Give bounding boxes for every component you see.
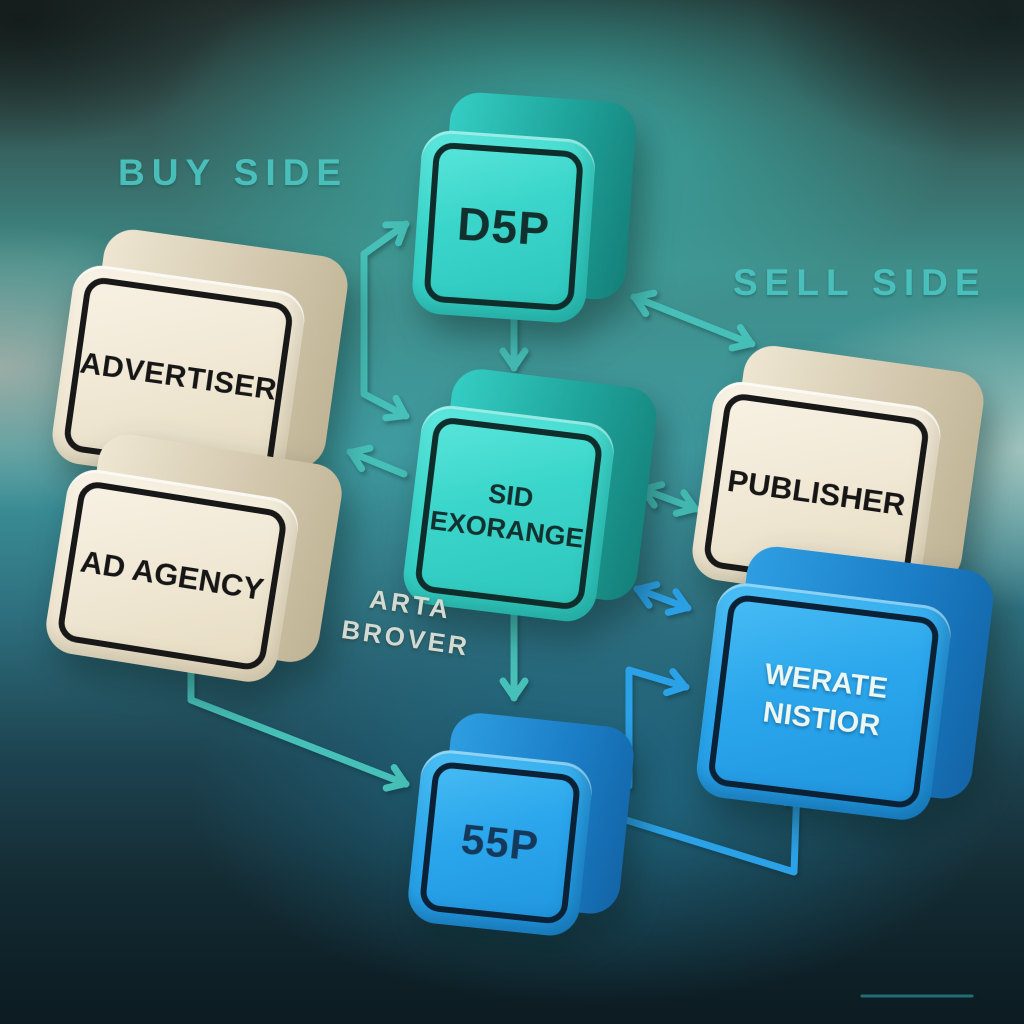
arrow-55p-werate-bottom <box>622 782 811 876</box>
node-sid-exorange-label: SID EXORANGE <box>428 478 586 554</box>
arrow-buyside-d5p-sid <box>360 220 410 422</box>
node-55p-face: 55P <box>405 747 595 939</box>
arrow-55p-werate-side <box>625 666 690 790</box>
node-d5p: D5P <box>410 89 638 327</box>
arrow-sid-werate <box>633 581 692 616</box>
node-55p-label: 55P <box>458 814 542 870</box>
arrow-d5p-publisher <box>630 289 756 352</box>
node-d5p-label: D5P <box>455 197 552 256</box>
node-ad-agency-label: AD AGENCY <box>78 543 267 608</box>
node-werate-nistior-label: WERATE NISTIOR <box>761 658 890 743</box>
node-werate-nistior-face: WERATE NISTIOR <box>693 579 954 824</box>
buy-side-label: BUY SIDE <box>118 152 349 193</box>
node-d5p-face: D5P <box>410 128 597 325</box>
arrow-sid-advertiser <box>346 444 408 478</box>
node-ad-agency-face: AD AGENCY <box>41 465 303 686</box>
sell-side-label: SELL SIDE <box>733 262 987 303</box>
node-werate-nistior: WERATE NISTIOR <box>693 540 997 827</box>
arrow-sid-publisher <box>638 481 700 517</box>
node-ad-agency: AD AGENCY <box>41 426 347 692</box>
node-sid-exorange: SID EXORANGE <box>400 363 660 629</box>
node-55p: 55P <box>405 708 637 943</box>
